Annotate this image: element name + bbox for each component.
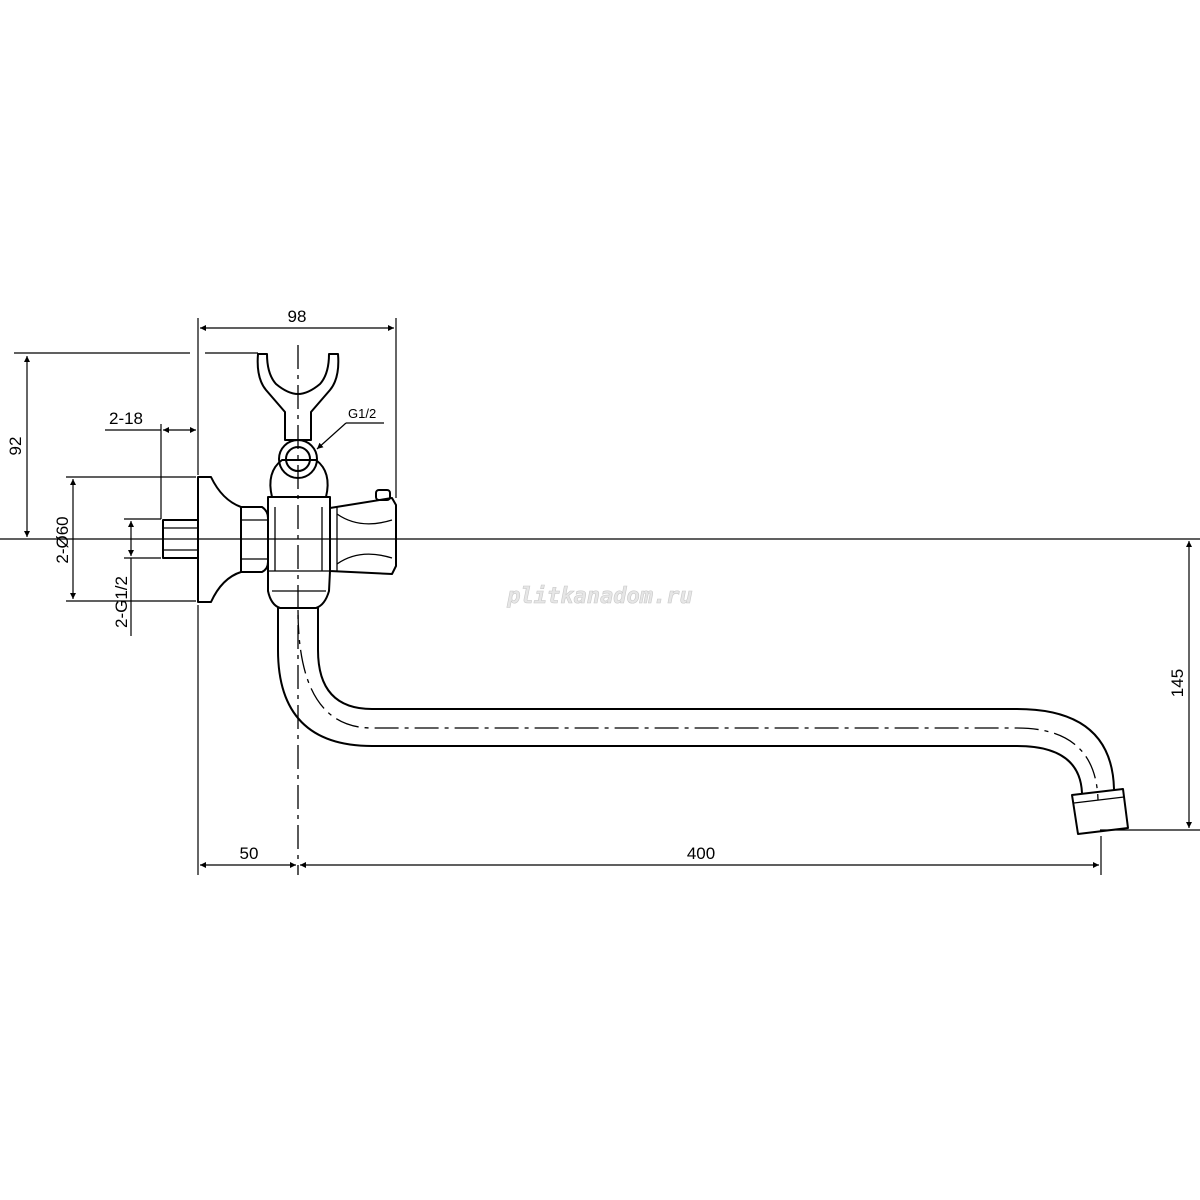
dimension-98: 98 xyxy=(197,307,397,498)
valve-body xyxy=(267,459,331,609)
spout xyxy=(277,607,1129,835)
dimension-2-g12-label: 2-G1/2 xyxy=(112,576,131,628)
dimension-92-label: 92 xyxy=(6,437,25,456)
valve-handle xyxy=(329,489,397,575)
center-lines xyxy=(0,345,1200,875)
dimension-2-18: 2-18 xyxy=(105,409,196,519)
dimension-2-18-label: 2-18 xyxy=(109,409,143,428)
dimension-145-label: 145 xyxy=(1168,669,1187,697)
dimension-50: 50 xyxy=(197,605,296,875)
dimension-400-label: 400 xyxy=(687,844,715,863)
watermark: plitkanadom.ru xyxy=(506,584,692,609)
leader-g12: G1/2 xyxy=(316,406,384,450)
dimension-98-label: 98 xyxy=(288,307,307,326)
shower-holder xyxy=(256,353,340,479)
dimension-2-d60-label: 2-Ø60 xyxy=(53,516,72,563)
dimension-2-g12: 2-G1/2 xyxy=(112,518,161,636)
dimension-400: 400 xyxy=(300,836,1102,875)
leader-g12-label: G1/2 xyxy=(348,406,376,421)
dimension-92: 92 xyxy=(6,352,258,537)
dimension-145: 145 xyxy=(1100,541,1200,831)
dimension-50-label: 50 xyxy=(240,844,259,863)
